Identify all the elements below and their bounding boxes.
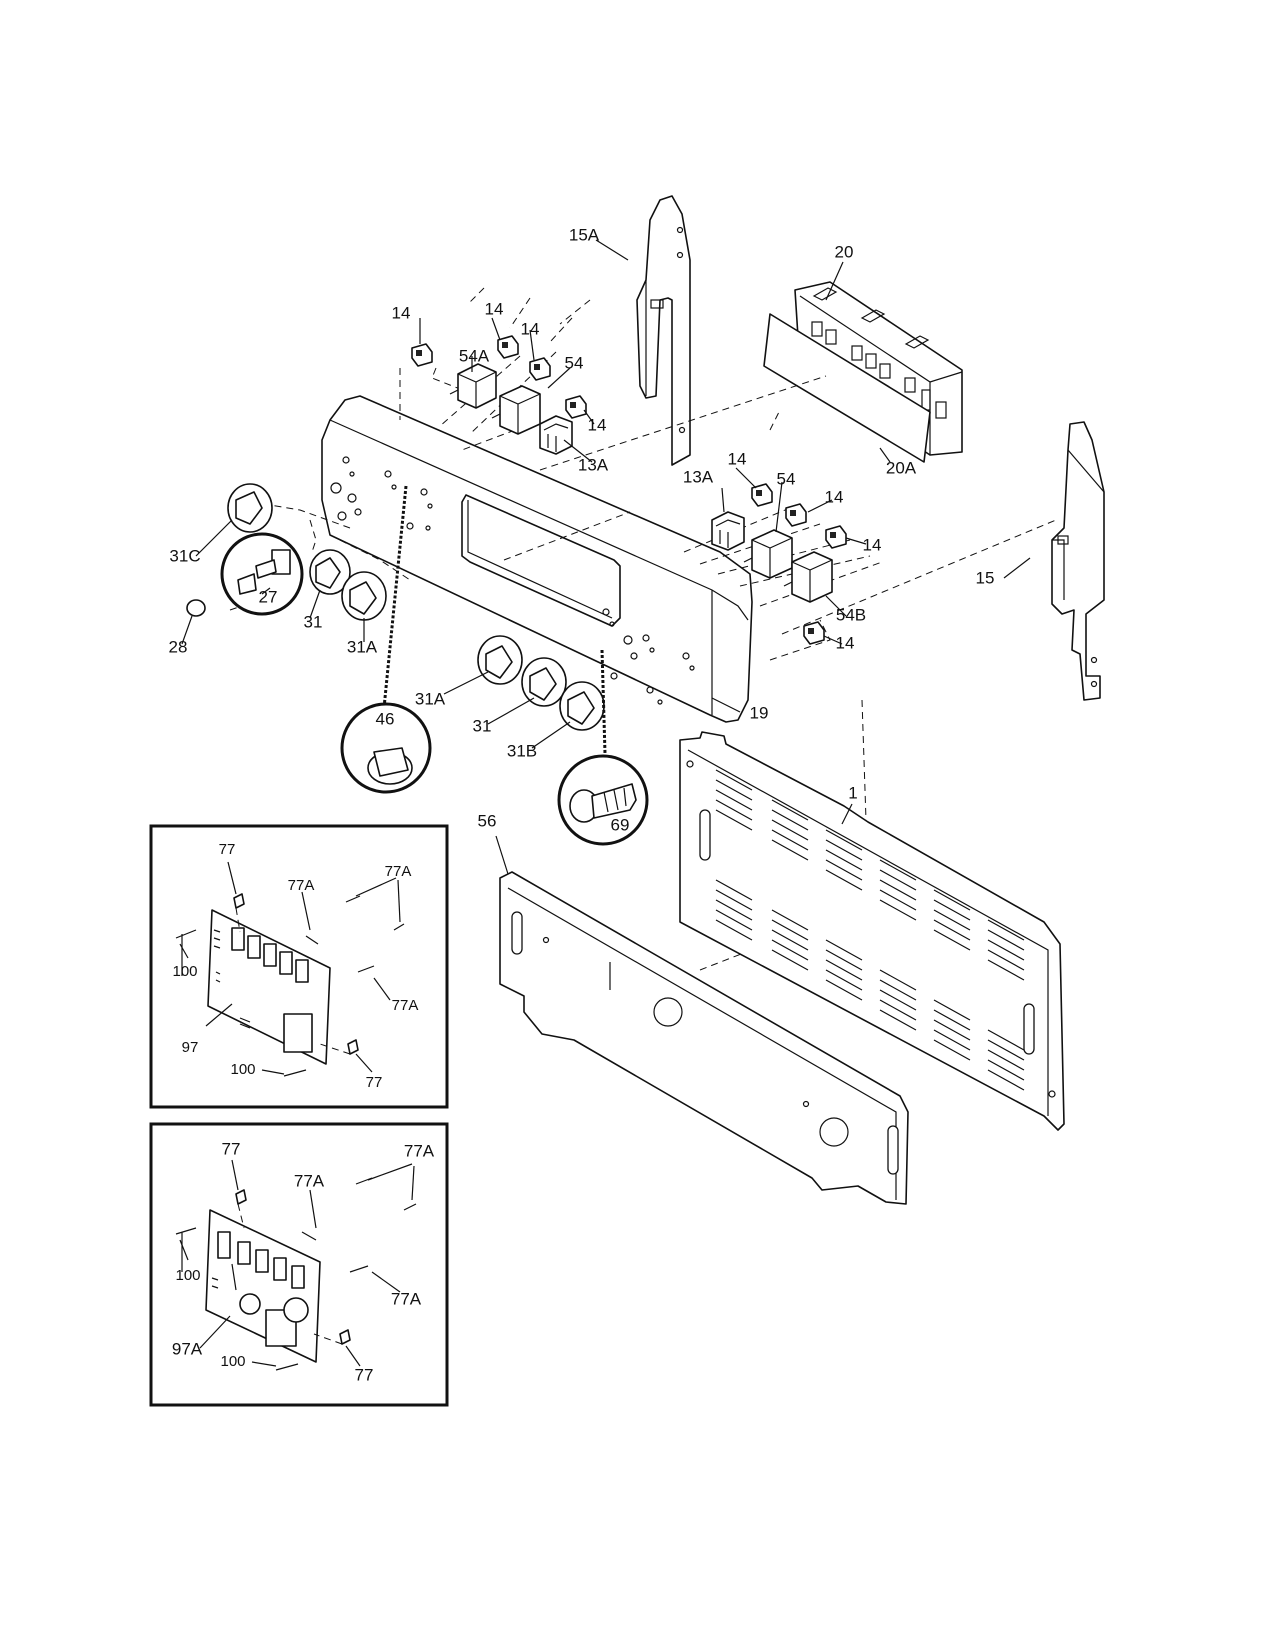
switch-14-g [825,525,847,549]
inset2-callout-100-b: 100 [220,1353,245,1370]
switch-54A [449,363,497,409]
detail-circle-46 [340,485,432,794]
callout-28: 28 [169,637,188,656]
callout-14-a: 14 [392,303,411,322]
callout-15: 15 [976,568,995,587]
callout-56: 56 [478,811,497,830]
callout-14-f: 14 [825,487,844,506]
inset-board-97: 77 77A 77A 77A 100 100 97 77 [149,824,449,1109]
callout-31C: 31C [169,546,200,565]
callout-15A: 15A [569,225,600,244]
callout-31A-a: 31A [347,637,378,656]
callout-14-c: 14 [521,319,540,338]
detail-circle-69 [557,649,649,846]
callout-27: 27 [259,587,278,606]
inset1-callout-100-a: 100 [172,963,197,980]
switch-14-d [565,395,587,419]
callout-20A: 20A [886,458,917,477]
leader-lines [181,239,1031,875]
switch-54-b [743,529,793,579]
knob-31B [559,681,605,731]
inset1-callout-77A-b: 77A [385,863,412,880]
callout-31-a: 31 [304,612,323,631]
inset1-callout-77A-c: 77A [392,997,419,1014]
inset2-callout-77-bottom: 77 [355,1365,374,1384]
callout-19: 19 [750,703,769,722]
switch-14-a [411,343,433,367]
switch-14-e [751,483,773,507]
cap-28 [186,599,206,617]
callout-14-b: 14 [485,299,504,318]
inset2-callout-77A-b: 77A [404,1141,435,1160]
callout-14-d: 14 [588,415,607,434]
bracket-15A [636,195,691,466]
back-panel-1 [679,731,1065,1131]
callout-13A-b: 13A [683,467,714,486]
bracket-56 [499,871,909,1205]
switch-14-b [497,335,519,359]
callout-14-h: 14 [836,633,855,652]
bracket-15 [1051,421,1105,701]
inset2-callout-100-a: 100 [175,1267,200,1284]
callout-69: 69 [611,815,630,834]
inset1-callout-77-top: 77 [219,841,236,858]
inset1-callout-77A-a: 77A [288,877,315,894]
inset1-callout-97: 97 [182,1039,199,1056]
callout-31-b: 31 [473,716,492,735]
switch-13A-b [711,511,745,551]
callout-54-a: 54 [565,353,584,372]
callout-54B: 54B [836,605,866,624]
callout-13A-a: 13A [578,455,609,474]
detail-circle-27 [220,532,304,616]
knob-31C [227,483,273,533]
knob-31-center [521,657,567,707]
callout-54-b: 54 [777,469,796,488]
switch-14-c [529,357,551,381]
knob-31A-center [477,635,523,685]
callout-1: 1 [848,783,857,802]
inset2-callout-77A-c: 77A [391,1289,422,1308]
inset-board-97A: 77 77A 77A 77A 100 100 97A 77 [149,1122,449,1407]
inset2-callout-97A: 97A [172,1339,203,1358]
knob-31-left [309,549,351,595]
inset1-callout-100-b: 100 [230,1061,255,1078]
callout-31A-b: 31A [415,689,446,708]
control-panel-19 [321,395,753,723]
callout-54A: 54A [459,346,490,365]
overlay-20A [763,313,931,463]
switch-14-h [803,621,825,645]
callout-labels: 20 15A 20A 14 14 14 14 14 14 14 14 54A 5… [169,225,995,834]
switch-54B [783,551,833,603]
switch-14-f [785,503,807,527]
callout-14-e: 14 [728,449,747,468]
callout-14-g: 14 [863,535,882,554]
switch-13A-a [539,415,573,455]
callout-31B: 31B [507,741,537,760]
callout-20: 20 [835,242,854,261]
inset2-callout-77A-a: 77A [294,1171,325,1190]
switch-54-a [491,385,541,435]
inset1-callout-77-bottom: 77 [366,1074,383,1091]
callout-46: 46 [376,709,395,728]
inset2-callout-77-top: 77 [222,1139,241,1158]
knob-31A-left [341,571,387,621]
